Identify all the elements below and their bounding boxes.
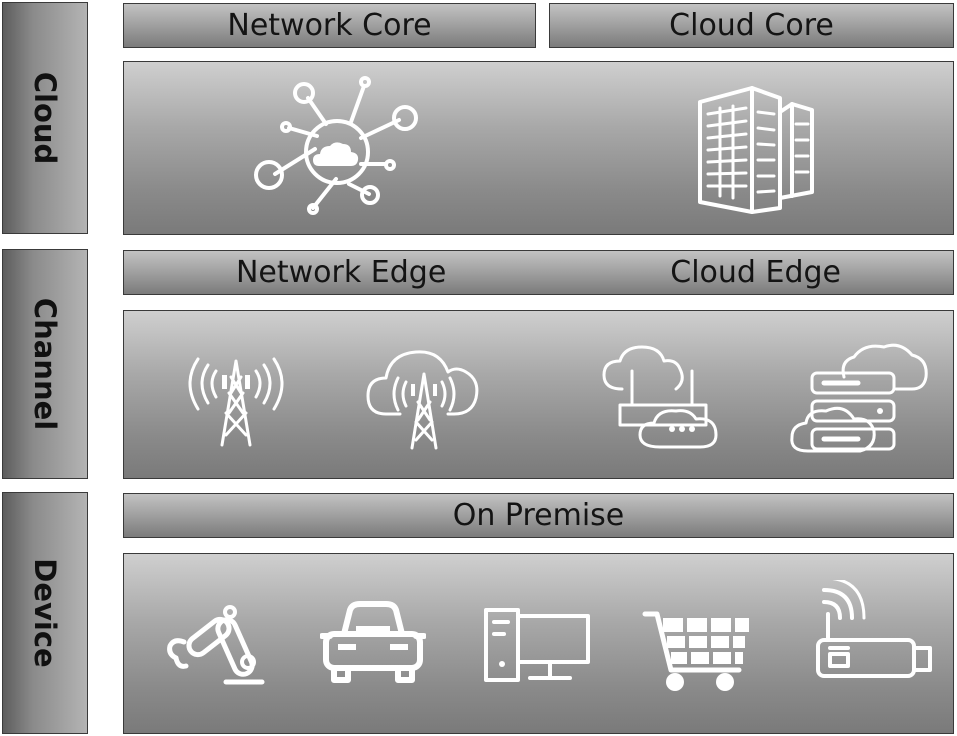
channel-icons-panel (123, 310, 954, 479)
on-premise-label: On Premise (452, 498, 625, 533)
edge-header-bar: Network Edge Cloud Edge (123, 250, 954, 295)
iot-gateway-icon (814, 580, 934, 680)
on-premise-header: On Premise (123, 493, 954, 538)
cloud-layer-text: Cloud (28, 71, 62, 165)
network-hub-cloud-icon (251, 74, 421, 219)
robot-arm-icon (162, 598, 268, 688)
device-layer-label: Device (2, 492, 88, 734)
data-center-building-icon (692, 80, 817, 215)
cell-tower-icon (182, 353, 290, 449)
cloud-core-header: Cloud Core (549, 3, 954, 48)
device-icons-panel (123, 553, 954, 734)
desktop-computer-icon (482, 606, 592, 684)
cloud-router-icon (600, 343, 720, 453)
channel-layer-text: Channel (28, 297, 62, 431)
cloud-layer-label: Cloud (2, 2, 88, 234)
network-edge-label: Network Edge (235, 255, 447, 290)
cloud-core-label: Cloud Core (669, 8, 834, 43)
cloud-edge-label: Cloud Edge (670, 255, 841, 290)
channel-layer-label: Channel (2, 249, 88, 479)
device-layer-text: Device (28, 558, 62, 668)
cloud-tower-icon (364, 344, 484, 452)
shopping-cart-icon (641, 610, 753, 692)
cloud-icons-panel (123, 61, 954, 235)
network-core-header: Network Core (123, 3, 536, 48)
network-core-label: Network Core (227, 8, 432, 43)
cloud-server-stack-icon (788, 339, 930, 457)
car-icon (320, 600, 426, 686)
